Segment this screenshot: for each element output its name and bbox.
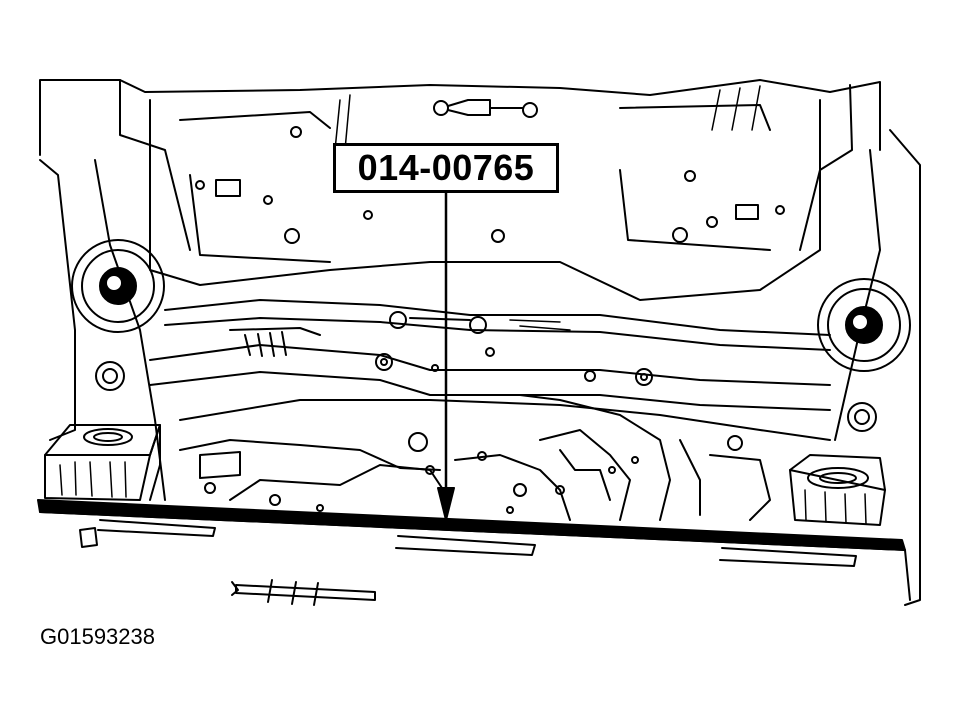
figure-id: G01593238 — [40, 624, 155, 649]
tool-number-callout: 014-00765 — [333, 143, 559, 193]
left-mount-block — [44, 424, 161, 501]
support-plate — [37, 499, 911, 601]
floor-pan — [39, 79, 881, 301]
engine-transmission-underside — [179, 394, 771, 521]
subframe-crossmember — [149, 299, 831, 451]
arrow-down-icon — [437, 191, 455, 521]
right-rear-bushing — [817, 278, 911, 372]
tool-handle — [231, 579, 376, 606]
tool-number-label: 014-00765 — [357, 147, 535, 188]
right-mount-block — [789, 454, 886, 526]
left-rear-bushing — [71, 239, 165, 333]
